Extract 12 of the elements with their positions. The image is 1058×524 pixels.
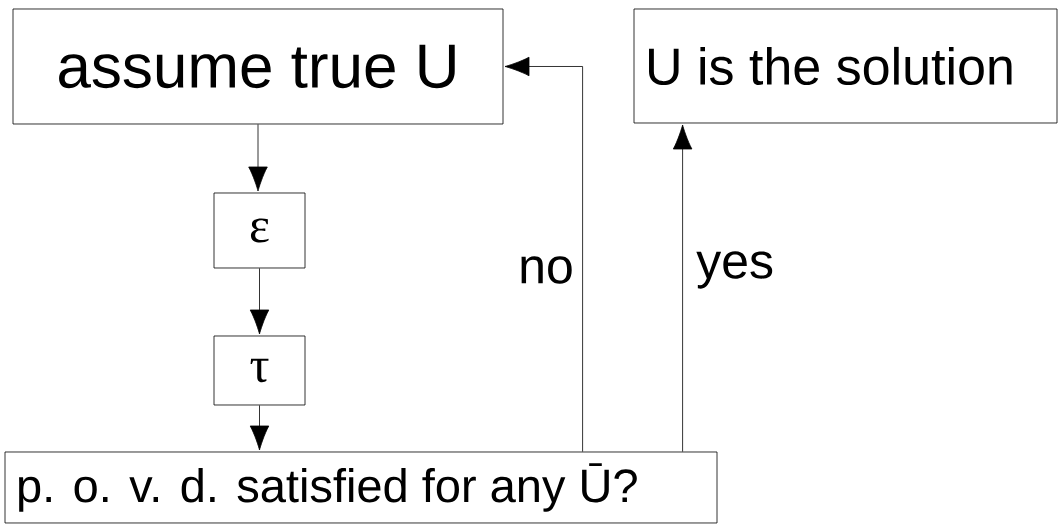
process-box: p. o. v. d. satisfied for any Ū? (4, 451, 718, 524)
arrow (249, 268, 270, 335)
process-box: ε (213, 192, 306, 269)
process-box: U is the solution (633, 8, 1058, 124)
edge-label: yes (695, 250, 775, 290)
arrow (248, 124, 268, 192)
arrow (504, 56, 583, 452)
process-box: assume true U (12, 8, 504, 125)
arrow (672, 124, 693, 452)
process-box: τ (213, 335, 306, 406)
arrow (249, 405, 270, 451)
edge-label: no (517, 255, 575, 285)
